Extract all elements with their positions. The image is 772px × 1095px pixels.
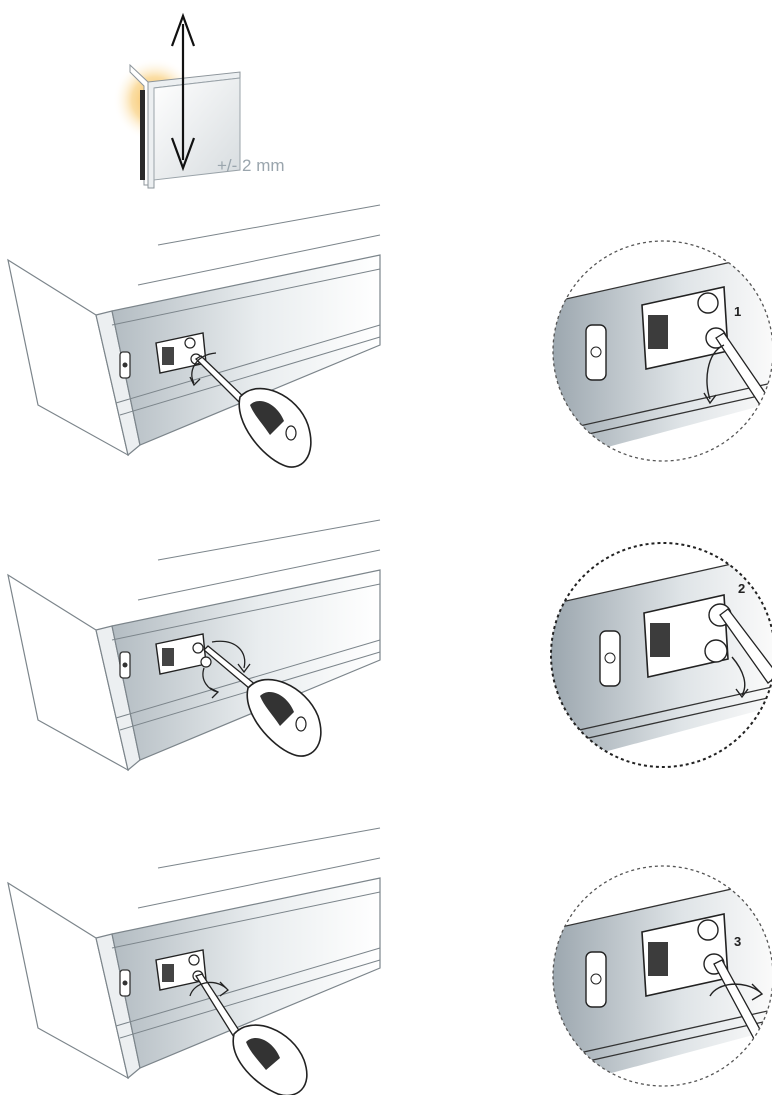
detail-step-2: [548, 535, 772, 775]
drawer-step-2-illustration: [8, 540, 388, 805]
drawer-step-3-illustration: [8, 848, 388, 1095]
height-adjustment-label: +/- 2 mm: [217, 156, 285, 176]
step-number-3: 3: [734, 934, 741, 949]
detail-step-3: [548, 860, 772, 1095]
detail-step-1: [548, 233, 772, 468]
drawer-step-1-illustration: [8, 225, 388, 490]
step-number-2: 2: [738, 581, 745, 596]
step-number-1: 1: [734, 304, 741, 319]
